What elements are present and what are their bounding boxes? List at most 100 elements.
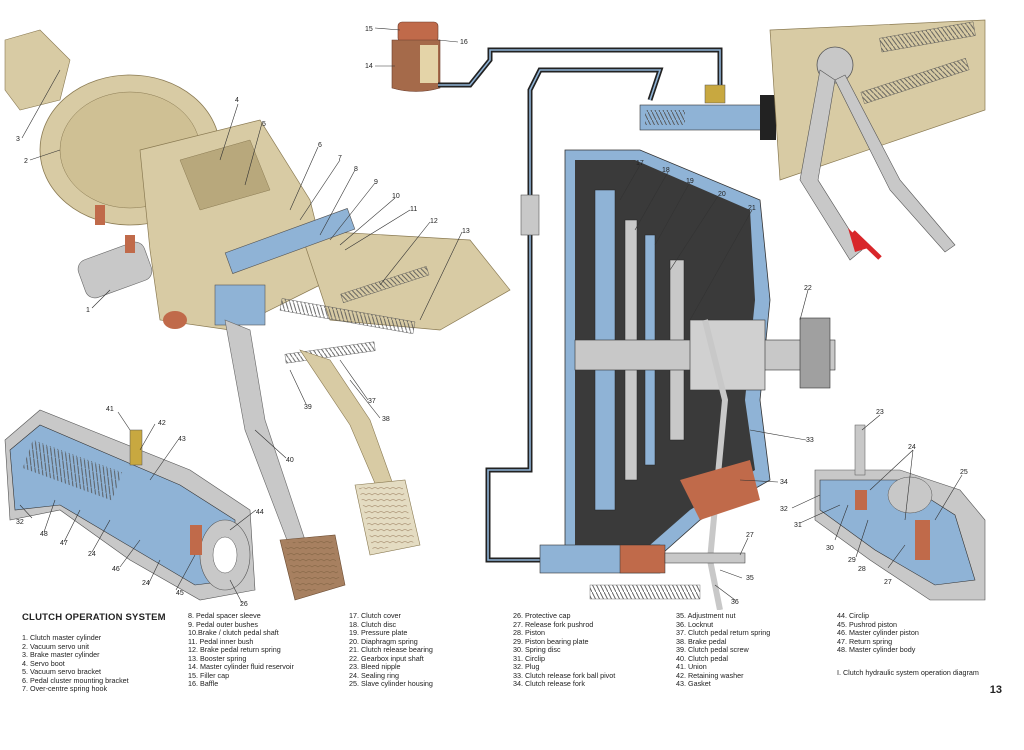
page-number: 13: [989, 684, 1002, 696]
legend-item: 17. Clutch cover: [349, 611, 401, 620]
callout-28: 28: [858, 566, 866, 573]
legend-item: 42. Retaining washer: [676, 670, 744, 680]
legend-item: 25. Slave cylinder housing: [349, 679, 433, 688]
legend-item: 13. Booster spring: [188, 653, 247, 663]
legend-column-1: 1. Clutch master cylinder 2. Vacuum serv…: [22, 633, 129, 694]
legend-item: 21. Clutch release bearing: [349, 645, 433, 654]
callout-10: 10: [392, 193, 400, 200]
legend-item: 39. Clutch pedal screw: [676, 645, 749, 654]
legend-item: 9. Pedal outer bushes: [188, 619, 258, 629]
callout-1: 1: [86, 307, 90, 314]
top-master-cylinder: [639, 19, 986, 261]
callout-30: 30: [826, 545, 834, 552]
callout-21: 21: [748, 205, 756, 212]
callout-12: 12: [430, 218, 438, 225]
legend-item: 1. Clutch master cylinder: [22, 633, 102, 642]
legend-item: 31. Circlip: [513, 653, 545, 663]
diagram-caption: I. Clutch hydraulic system operation dia…: [837, 668, 979, 677]
callout-44: 44: [256, 509, 264, 516]
legend-item: 23. Bleed nipple: [349, 662, 401, 671]
callout-11: 11: [410, 206, 417, 213]
callout-32-master: 32: [16, 519, 24, 526]
legend-item: 37. Clutch pedal return spring: [676, 628, 771, 637]
legend-item: 43. Gasket: [676, 679, 711, 688]
legend-item: 15. Filler cap: [188, 670, 230, 680]
legend-item: 20. Diaphragm spring: [349, 636, 418, 646]
callout-24-master-a: 24: [88, 551, 96, 558]
callout-27-slave: 27: [884, 579, 892, 586]
callout-27-centre: 27: [746, 532, 754, 539]
callout-3: 3: [16, 136, 20, 143]
legend-column-6: 44. Circlip 45. Pushrod piston 46. Maste…: [837, 611, 919, 655]
callout-24-slave: 24: [908, 444, 916, 451]
callout-32-slave: 32: [780, 506, 788, 513]
callout-41: 41: [106, 406, 114, 413]
legend-item: 33. Clutch release fork ball pivot: [513, 670, 616, 680]
legend-item: 3. Brake master cylinder: [22, 650, 100, 659]
legend-item: 8. Pedal spacer sleeve: [188, 611, 261, 620]
callout-37: 37: [368, 398, 376, 405]
callout-42: 42: [158, 420, 166, 427]
callout-36: 36: [731, 599, 739, 606]
legend-item: 46. Master cylinder piston: [837, 628, 919, 637]
legend-item: 28. Piston: [513, 628, 545, 637]
callout-9: 9: [374, 179, 378, 186]
legend-item: 29. Piston bearing plate: [513, 636, 589, 646]
legend-item: 24. Sealing ring: [349, 670, 399, 680]
legend-title: CLUTCH OPERATION SYSTEM: [22, 612, 166, 623]
callout-6: 6: [318, 142, 322, 149]
legend-item: 34. Clutch release fork: [513, 679, 585, 688]
legend-item: 16. Baffle: [188, 679, 219, 688]
callout-5: 5: [262, 121, 266, 128]
legend-item: 14. Master cylinder fluid reservoir: [188, 662, 294, 671]
callout-13: 13: [462, 228, 470, 235]
legend-item: 12. Brake pedal return spring: [188, 645, 281, 654]
master-cylinder-cutaway: [4, 409, 256, 601]
clutch-system-illustration: 1 2 3 4 5 6 7 8 9 10 11 12 13 14 15 16 1…: [4, 19, 986, 610]
legend-column-2: 8. Pedal spacer sleeve 9. Pedal outer bu…: [188, 611, 294, 689]
legend-item: 38. Brake pedal: [676, 636, 727, 646]
clutch-housing-section: [539, 149, 836, 610]
callout-48: 48: [40, 531, 48, 538]
legend-item: 5. Vacuum servo bracket: [22, 667, 101, 676]
callout-25: 25: [960, 469, 968, 476]
legend-column-4: 26. Protective cap 27. Release fork push…: [513, 611, 616, 689]
legend-item: 6. Pedal cluster mounting bracket: [22, 675, 129, 685]
legend-item: 36. Locknut: [676, 619, 714, 629]
legend-item: 32. Plug: [513, 662, 540, 671]
legend-column-5: 35. Adjustment nut 36. Locknut 37. Clutc…: [676, 611, 771, 689]
callout-18: 18: [662, 167, 670, 174]
callout-22: 22: [804, 285, 812, 292]
callout-33: 33: [806, 437, 814, 444]
callout-40: 40: [286, 457, 294, 464]
callout-4: 4: [235, 97, 239, 104]
leader-lines: [19, 27, 963, 604]
legend-column-3: 17. Clutch cover 18. Clutch disc 19. Pre…: [349, 611, 433, 689]
callout-43: 43: [178, 436, 186, 443]
legend-item: 7. Over-centre spring hook: [22, 684, 108, 693]
callout-19: 19: [686, 178, 694, 185]
callout-38: 38: [382, 416, 390, 423]
parts-legend: CLUTCH OPERATION SYSTEM 1. Clutch master…: [22, 611, 1012, 742]
callout-numbers: 1 2 3 4 5 6 7 8 9 10 11 12 13 14 15 16 1…: [16, 26, 968, 608]
callout-15: 15: [365, 26, 373, 33]
callout-31: 31: [794, 522, 802, 529]
legend-item: 35. Adjustment nut: [676, 611, 736, 620]
legend-item: 11. Pedal inner bush: [188, 636, 254, 646]
callout-16: 16: [460, 39, 468, 46]
callout-8: 8: [354, 166, 358, 173]
legend-item: 19. Pressure plate: [349, 628, 408, 637]
callout-17: 17: [636, 160, 644, 167]
callout-47: 47: [60, 540, 68, 547]
callout-7: 7: [338, 155, 342, 162]
slave-cylinder-cutaway: [814, 424, 986, 601]
callout-35: 35: [746, 575, 754, 582]
legend-item: 10.Brake / clutch pedal shaft: [188, 628, 279, 637]
legend-item: 48. Master cylinder body: [837, 645, 916, 654]
legend-item: 22. Gearbox input shaft: [349, 653, 424, 663]
callout-23: 23: [876, 409, 884, 416]
callout-39: 39: [304, 404, 312, 411]
legend-item: 27. Release fork pushrod: [513, 619, 594, 629]
callout-14: 14: [365, 63, 373, 70]
legend-item: 30. Spring disc: [513, 645, 561, 654]
